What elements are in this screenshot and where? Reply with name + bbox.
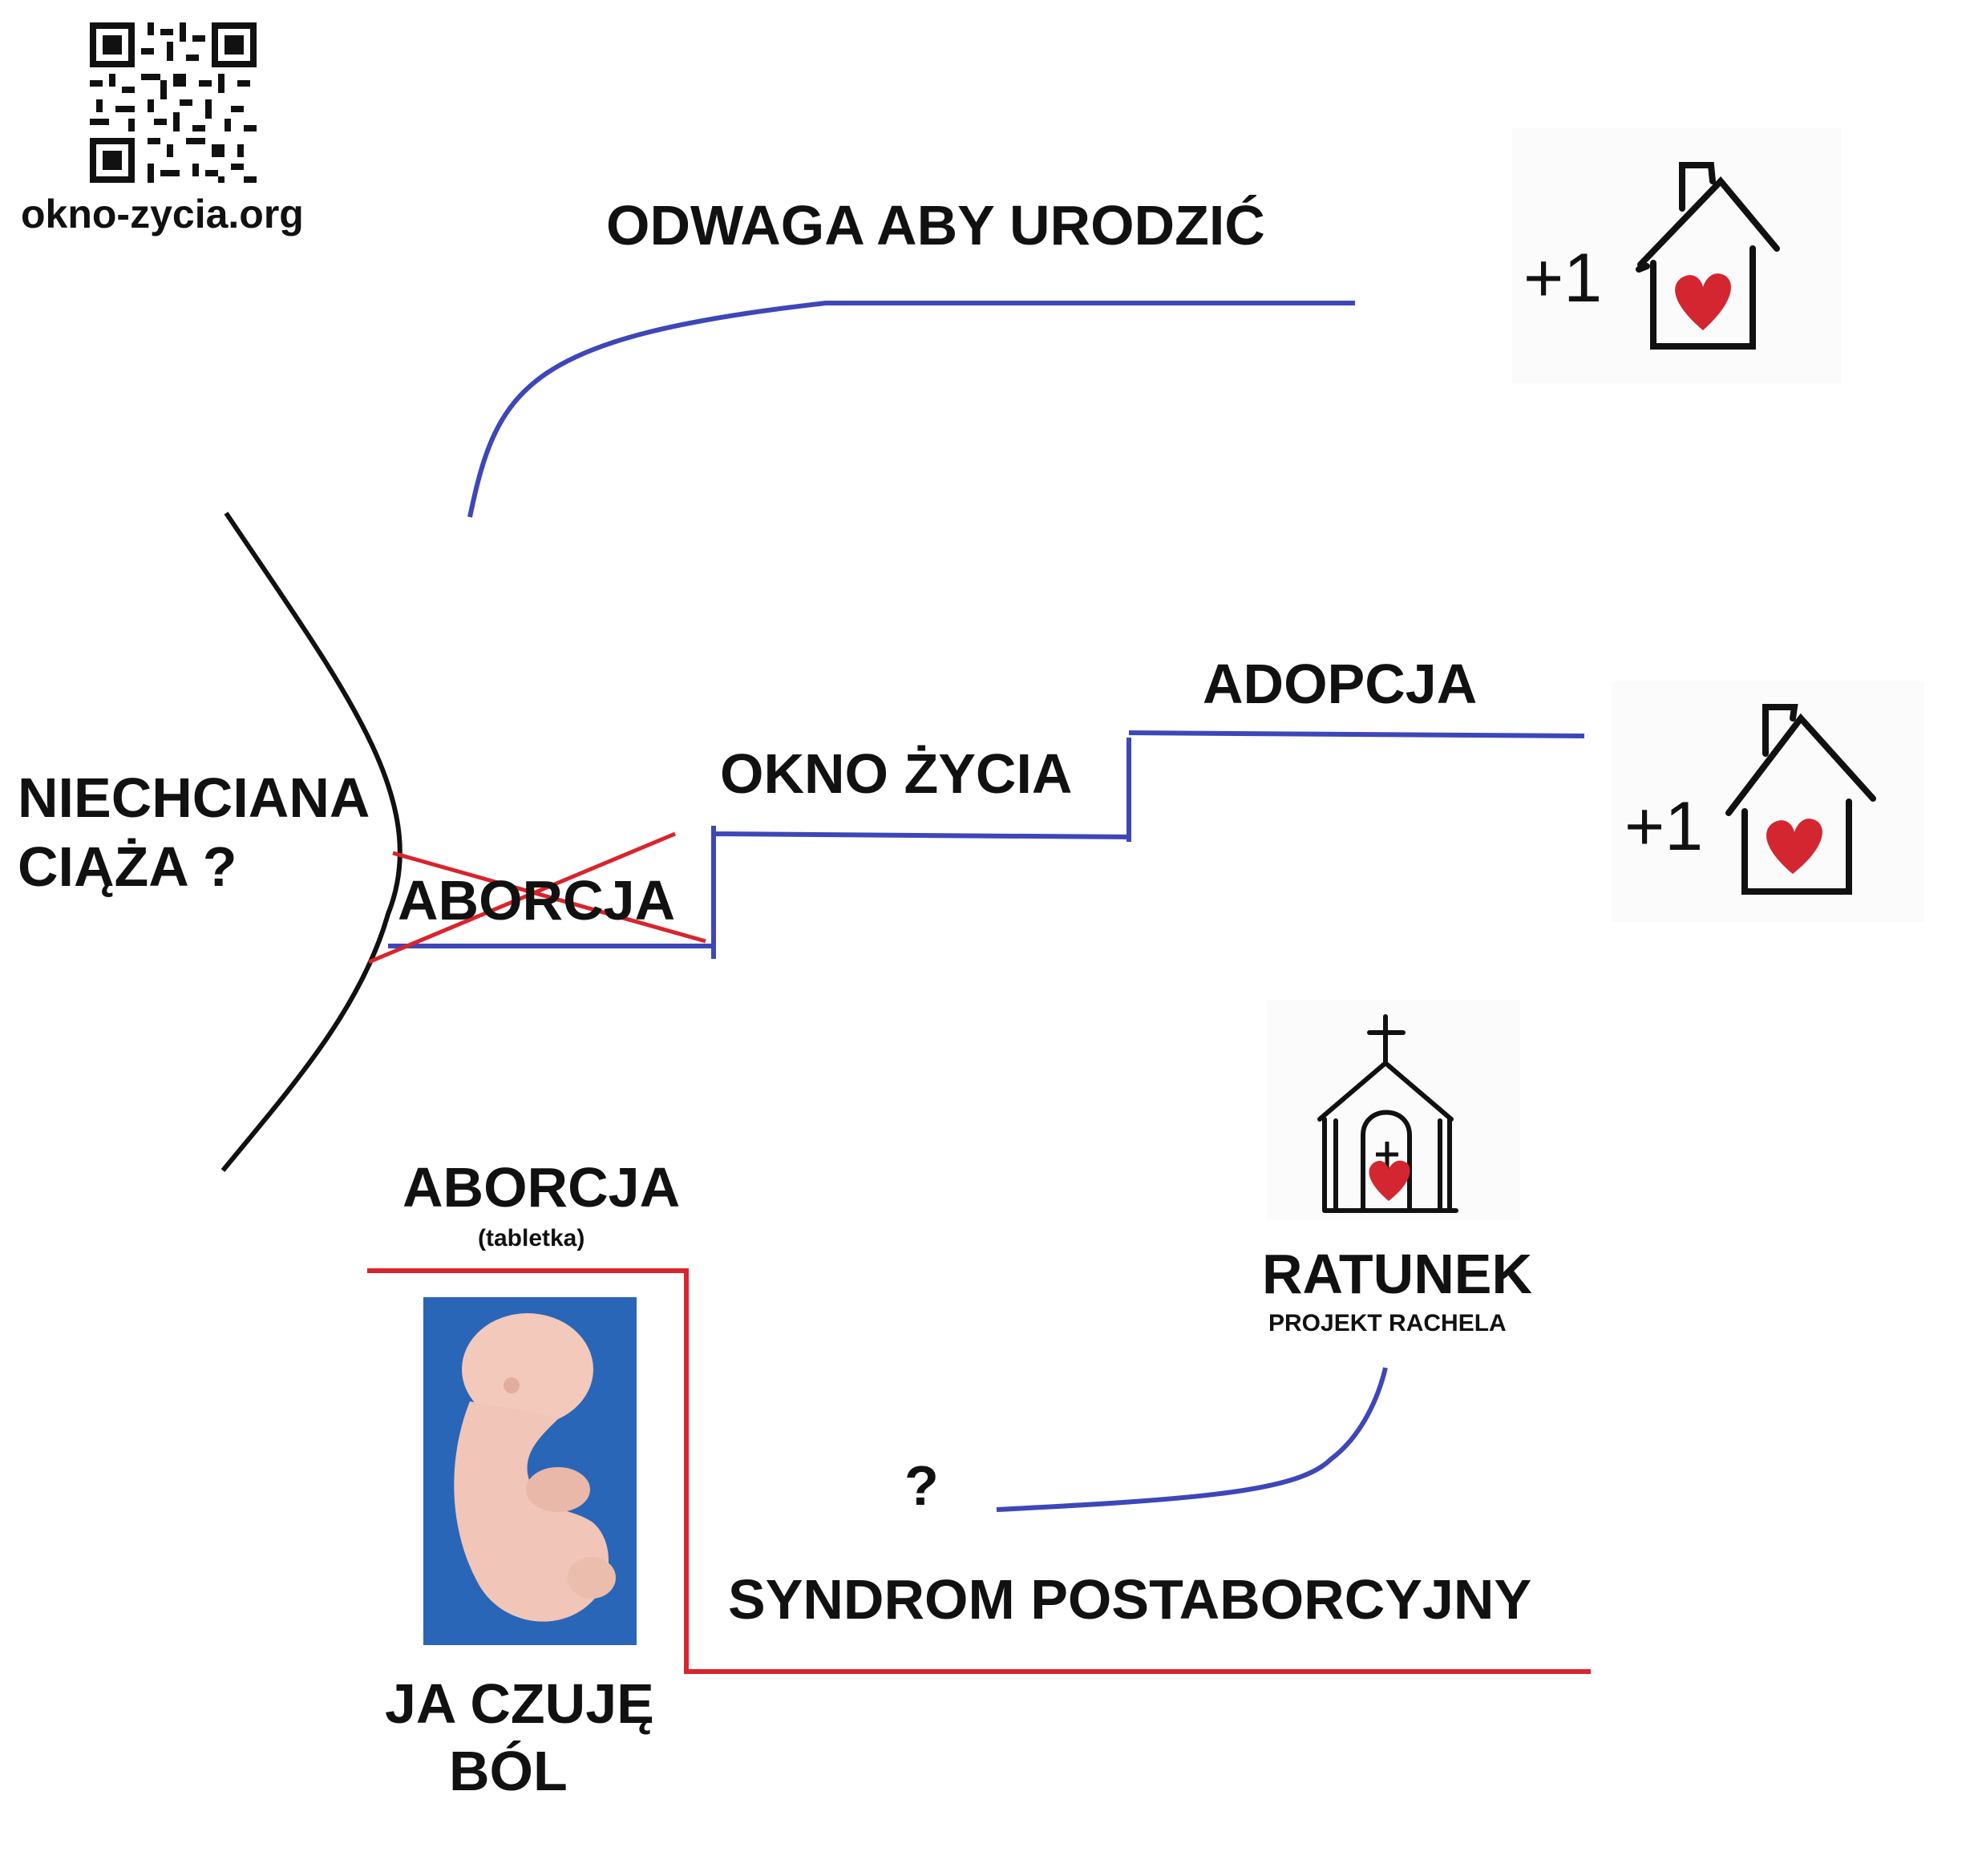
label-start-line2: CIĄŻA ? [18,835,237,898]
fetus-image [423,1297,637,1645]
label-window: OKNO ŻYCIA [720,742,1073,805]
label-question: ? [904,1454,939,1517]
church-heart-card [1267,1001,1520,1220]
label-abortion-pill-note: (tabletka) [478,1225,585,1251]
label-courage: ODWAGA ABY URODZIĆ [606,194,1265,257]
house-plus-text: +1 [1523,240,1602,317]
website-url[interactable]: okno-zycia.org [21,192,304,237]
house-heart-card-mid: +1 [1612,681,1924,922]
label-rescue-project: PROJEKT RACHELA [1268,1310,1507,1336]
label-abortion-crossed: ABORCJA [398,869,676,932]
qr-code-icon [90,22,257,183]
label-pain-line1: JA CZUJĘ [385,1672,654,1735]
path-courage [467,301,1355,518]
path-window [388,730,1585,959]
abortion-cross [368,831,706,964]
label-adoption: ADOPCJA [1203,653,1478,715]
label-syndrome: SYNDROM POSTABORCYJNY [728,1568,1532,1631]
house-heart-icon: +1 [1523,162,1780,350]
label-abortion-pill: ABORCJA [402,1156,681,1219]
label-start-line1: NIECHCIANA [18,766,370,829]
house-plus-text: +1 [1624,788,1703,865]
house-heart-icon: +1 [1624,704,1876,895]
label-rescue: RATUNEK [1262,1243,1533,1305]
start-arc [220,511,402,1172]
label-pain-line2: BÓL [449,1740,568,1802]
path-pill-abortion [367,1268,1591,1674]
path-rescue [996,1367,1388,1512]
house-heart-card-top: +1 [1512,128,1841,383]
church-heart-icon [1317,1014,1458,1213]
